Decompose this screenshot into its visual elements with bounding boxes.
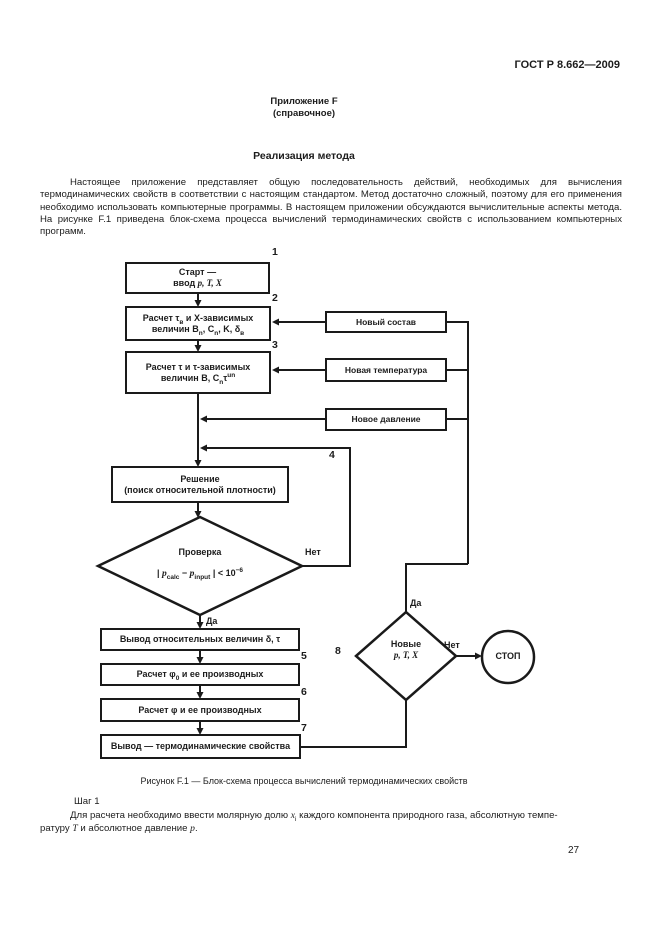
node-output-properties: Вывод — термодинамические свойства	[100, 734, 301, 759]
arrowhead	[194, 511, 202, 518]
node-new-temperature: Новая температура	[325, 358, 447, 382]
step-number-8: 8	[335, 645, 341, 657]
annex-heading: Приложение F (справочное)	[40, 96, 568, 120]
step-number-1: 1	[272, 246, 278, 258]
calc-tau-line1: Расчет τ и τ-зависимых	[145, 361, 251, 372]
node-new-composition: Новый состав	[325, 311, 447, 333]
stop-terminal-label: СТОП	[495, 651, 521, 661]
intro-paragraph: Настоящее приложение представляет общую …	[40, 177, 622, 238]
step-number-6: 6	[301, 686, 307, 698]
step-heading: Шаг 1	[74, 796, 100, 807]
label-yes-check: Да	[206, 616, 218, 626]
standard-ref: ГОСТ Р 8.662—2009	[514, 59, 620, 71]
start-vars: p, T, X	[197, 278, 222, 288]
arrowhead	[200, 415, 207, 423]
label-no-newptx: Нет	[444, 640, 460, 650]
start-line1: Старт —	[178, 267, 217, 277]
node-calc-tau-dependent: Расчет τ и τ-зависимых величин B, Cnτun	[125, 351, 271, 394]
decision-new-ptx-text: Новые p, T, X	[390, 639, 422, 660]
figure-caption: Рисунок F.1 — Блок-схема процесса вычисл…	[140, 776, 468, 786]
arrowhead	[475, 652, 482, 660]
step-number-3: 3	[272, 339, 278, 351]
step-number-5: 5	[301, 650, 307, 662]
solve-line2: (поиск относительной плотности)	[124, 484, 276, 495]
node-calc-phi: Расчет φ и ее производных	[100, 698, 300, 722]
step-text: Для расчета необходимо ввести молярную д…	[40, 810, 558, 834]
decision-check-formula: | pcalc − pinput | < 10−6	[156, 567, 244, 581]
decision-check-shape	[95, 515, 305, 617]
page-number: 27	[568, 845, 580, 856]
arrowhead	[272, 366, 279, 374]
section-title: Реализация метода	[253, 150, 355, 162]
arrowhead	[272, 318, 279, 326]
solve-line1: Решение	[180, 473, 220, 484]
node-new-pressure: Новое давление	[325, 408, 447, 431]
step-number-2: 2	[272, 292, 278, 304]
arrowhead	[200, 444, 207, 452]
step-number-4: 4	[329, 449, 335, 461]
node-solve-density: Решение (поиск относительной плотности)	[111, 466, 289, 503]
label-yes-newptx: Да	[410, 598, 422, 608]
step-number-7: 7	[301, 722, 307, 734]
node-calc-x-dependent: Расчет τв и X-зависимых величин Bn, Cn, …	[125, 306, 271, 341]
node-start: Старт — ввод p, T, X	[125, 262, 270, 294]
label-no-check: Нет	[305, 547, 321, 557]
connector-out2-to-newptx	[301, 700, 407, 748]
annex-line2: (справочное)	[272, 108, 336, 119]
decision-check-title: Проверка	[178, 547, 222, 557]
node-output-reduced: Вывод относительных величин δ, τ	[100, 628, 300, 651]
annex-line1: Приложение F	[270, 96, 338, 107]
node-calc-phi0: Расчет φ0 и ее производных	[100, 663, 300, 686]
